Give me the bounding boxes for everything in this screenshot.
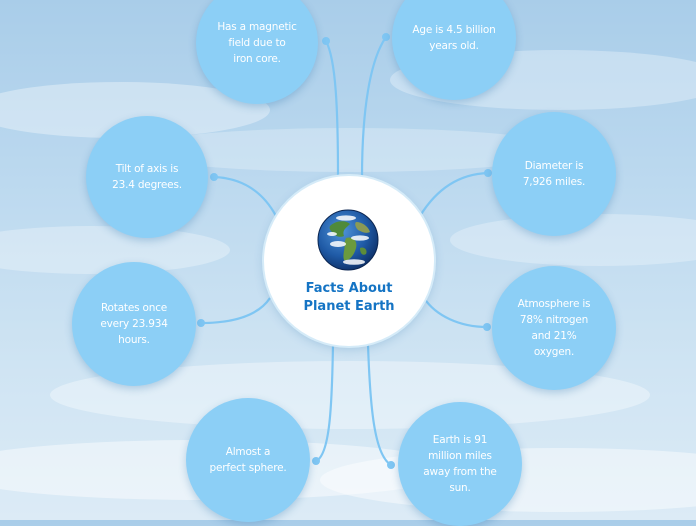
connector-distance (366, 343, 392, 466)
fact-magnetic-field[interactable]: Has a magnetic field due to iron core. (196, 0, 318, 104)
fact-diameter[interactable]: Diameter is 7,926 miles. (492, 112, 616, 236)
connector-magnetic (325, 40, 340, 179)
earth-globe-icon (317, 209, 379, 271)
central-topic[interactable]: Facts About Planet Earth (264, 176, 434, 346)
fact-text: Atmosphere is 78% nitrogen and 21% oxyge… (517, 298, 591, 358)
fact-sphere[interactable]: Almost a perfect sphere. (186, 398, 310, 522)
connector-atmosphere (423, 297, 488, 329)
fact-text: Earth is 91 million miles away from the … (423, 434, 497, 494)
central-topic-title: Facts About Planet Earth (303, 281, 395, 314)
connector-tilt (213, 175, 277, 217)
fact-text: Diameter is 7,926 miles. (522, 160, 586, 188)
fact-text: Age is 4.5 billion years old. (412, 24, 496, 52)
fact-age[interactable]: Age is 4.5 billion years old. (392, 0, 516, 100)
connector-rotation (200, 297, 271, 325)
fact-text: Rotates once every 23.934 hours. (100, 302, 168, 346)
connector-diameter (419, 171, 489, 217)
fact-atmosphere[interactable]: Atmosphere is 78% nitrogen and 21% oxyge… (492, 266, 616, 390)
fact-sun-distance[interactable]: Earth is 91 million miles away from the … (398, 402, 522, 526)
fact-text: Has a magnetic field due to iron core. (217, 21, 297, 65)
connector-age (360, 36, 387, 179)
fact-rotation[interactable]: Rotates once every 23.934 hours. (72, 262, 196, 386)
connector-sphere (315, 343, 335, 463)
fact-text: Almost a perfect sphere. (209, 446, 287, 474)
fact-text: Tilt of axis is 23.4 degrees. (112, 163, 182, 191)
fact-axis-tilt[interactable]: Tilt of axis is 23.4 degrees. (86, 116, 208, 238)
